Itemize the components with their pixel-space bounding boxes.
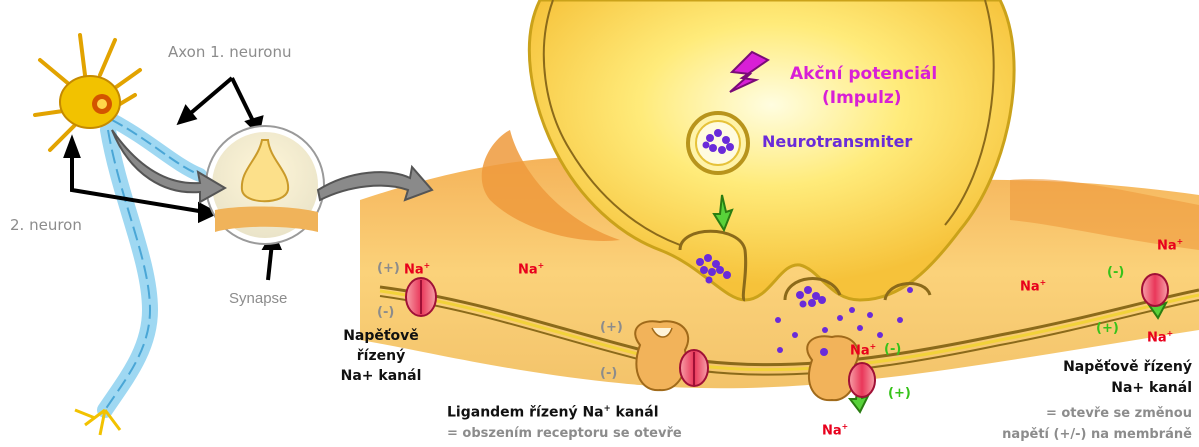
action-potential-label: Akční potenciál — [790, 66, 937, 83]
polarity-minus: (-) — [600, 367, 617, 380]
na-ion-label: Na+ — [518, 262, 544, 276]
voltage-gated-channel-label-left: Napěťově řízený Na+ kanál — [336, 326, 426, 386]
vesicle-icon — [688, 113, 748, 173]
na-ion-label: Na+ — [822, 423, 848, 437]
synapse-label: Synapse — [229, 291, 287, 306]
ligand-gated-description: = obszením receptoru se otevře — [447, 427, 682, 440]
second-neuron-label: 2. neuron — [10, 218, 82, 233]
polarity-minus: (-) — [377, 306, 394, 319]
polarity-plus: (+) — [377, 262, 400, 275]
polarity-plus: (+) — [600, 321, 623, 334]
na-ion-label: Na+ — [850, 343, 876, 357]
label-line: Napěťově — [336, 326, 426, 346]
na-ion-label: Na+ — [1020, 279, 1046, 293]
neuron-illustration — [35, 35, 200, 435]
polarity-minus-green: (-) — [1107, 266, 1124, 279]
label-line: řízený — [336, 346, 426, 366]
voltage-gated-description-line1: = otevře se změnou — [990, 407, 1192, 420]
action-potential-line1: Akční potenciál — [790, 66, 937, 83]
na-ion-label: Na+ — [1147, 330, 1173, 344]
axon-first-neuron-label: Axon 1. neuronu — [168, 45, 291, 60]
action-potential-line2: (Impulz) — [822, 90, 902, 107]
ligand-gated-channel-label: Ligandem řízený Na+ kanál — [447, 404, 659, 420]
label-line: Na+ kanál — [336, 366, 426, 386]
voltage-gated-channel-label-right-line2: Na+ kanál — [1027, 381, 1192, 395]
na-ion-label: Na+ — [1157, 238, 1183, 252]
voltage-gated-channel-label-right: Napěťově řízený — [1027, 360, 1192, 374]
synapse-magnifier — [206, 126, 324, 244]
na-ion-label: Na+ — [404, 262, 430, 276]
polarity-minus-green: (-) — [884, 343, 901, 356]
neurotransmitter-label: Neurotransmiter — [762, 134, 912, 150]
polarity-plus-green: (+) — [1096, 322, 1119, 335]
polarity-plus-green: (+) — [888, 387, 911, 400]
voltage-gated-description-line2: napětí (+/-) na membráně — [940, 428, 1192, 441]
